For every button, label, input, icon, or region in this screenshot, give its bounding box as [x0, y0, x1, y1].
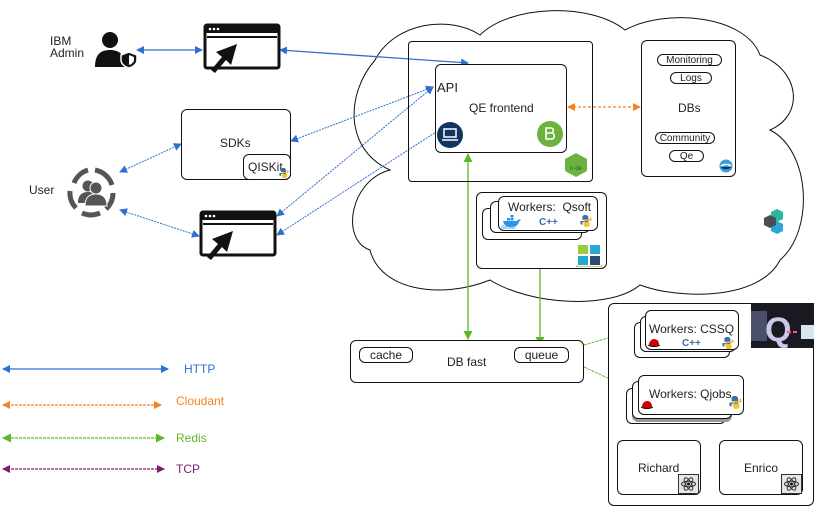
- edge-user-webapp: [119, 208, 200, 238]
- workers-cssq-label: Workers: CSSQ: [649, 322, 735, 336]
- db-fast-label: DB fast: [447, 355, 487, 369]
- ibm-q-lab-photo: Q: [751, 303, 814, 348]
- qiskit-box[interactable]: QISKit: [243, 154, 291, 180]
- edge-webapp-api: [276, 86, 434, 217]
- workers-qsoft-label: Workers: Qsoft: [508, 200, 592, 214]
- admin-web-console-icon[interactable]: [203, 23, 281, 77]
- richard-box[interactable]: Richard: [617, 440, 701, 495]
- laptop-badge-icon: [437, 122, 463, 148]
- redhat-icon: [641, 401, 653, 409]
- edge-console-frontend: [279, 46, 469, 67]
- python-icon: [580, 215, 592, 227]
- qe-frontend-box[interactable]: API QE frontend: [435, 64, 567, 153]
- workers-cssq-box[interactable]: Workers: CSSQ C++: [645, 310, 739, 350]
- python-icon: [279, 168, 289, 178]
- user-group-icon: [67, 167, 116, 218]
- cssq-cpp-label: C++: [682, 338, 701, 349]
- edge-user-sdks: [119, 143, 182, 173]
- dbs-label: DBs: [678, 101, 701, 115]
- docker-icon: [503, 215, 521, 227]
- cache-pill: cache: [359, 347, 413, 363]
- user-label: User: [29, 183, 55, 197]
- db-fast-box[interactable]: cache DB fast queue: [350, 340, 584, 383]
- enrico-box[interactable]: Enrico: [719, 440, 803, 495]
- admin-user-shield-icon: [95, 32, 138, 68]
- docker-label: docker: [501, 225, 517, 231]
- kubernetes-containers-icon: [576, 245, 602, 267]
- bluemix-badge-icon: [537, 121, 563, 147]
- sdks-box[interactable]: SDKs QISKit: [181, 109, 291, 180]
- qiskit-label: QISKit: [248, 160, 283, 174]
- qe-frontend-label: QE frontend: [469, 101, 534, 115]
- python-icon: [722, 337, 734, 349]
- dbs-box[interactable]: Monitoring Logs DBs Community Qe: [641, 40, 736, 177]
- qe-frontend-container: n·de: [408, 41, 593, 182]
- legend-label-http: HTTP: [184, 362, 216, 376]
- svg-text:n·de: n·de: [570, 166, 583, 172]
- cloudant-icon: [719, 159, 733, 173]
- cpp-label: C++: [539, 217, 558, 228]
- db-tag-qe: Qe: [669, 150, 704, 162]
- admin-label-line1: IBM: [50, 34, 72, 48]
- richard-label: Richard: [638, 461, 680, 475]
- queue-pill: queue: [514, 347, 569, 363]
- nodejs-icon: n·de: [565, 153, 587, 177]
- redhat-icon: [648, 339, 660, 347]
- python-icon: [729, 396, 742, 409]
- db-tag-logs: Logs: [670, 72, 712, 84]
- svg-text:Q: Q: [765, 311, 791, 348]
- quantum-atom-icon: [678, 474, 699, 494]
- legend-label-cloudant: Cloudant: [176, 394, 225, 408]
- legend-label-redis: Redis: [176, 431, 207, 445]
- edge-webapp-frontend: [276, 131, 437, 236]
- user-web-app-icon[interactable]: [199, 210, 277, 264]
- ibm-cloud-hex-icon: [764, 209, 783, 234]
- sdks-label: SDKs: [220, 136, 251, 150]
- workers-qjobs-box[interactable]: Workers: Qjobs: [638, 375, 744, 415]
- enrico-label: Enrico: [744, 461, 779, 475]
- workers-qsoft-box[interactable]: Workers: Qsoft docker C++: [498, 196, 598, 231]
- db-tag-community: Community: [655, 132, 715, 144]
- legend-label-tcp: TCP: [176, 462, 200, 476]
- admin-label-line2: Admin: [50, 46, 85, 60]
- api-label: API: [437, 80, 458, 95]
- admin-label: IBM Admin: [50, 35, 84, 59]
- db-tag-monitoring: Monitoring: [657, 54, 722, 66]
- quantum-atom-icon: [781, 474, 802, 494]
- workers-qjobs-label: Workers: Qjobs: [649, 387, 732, 401]
